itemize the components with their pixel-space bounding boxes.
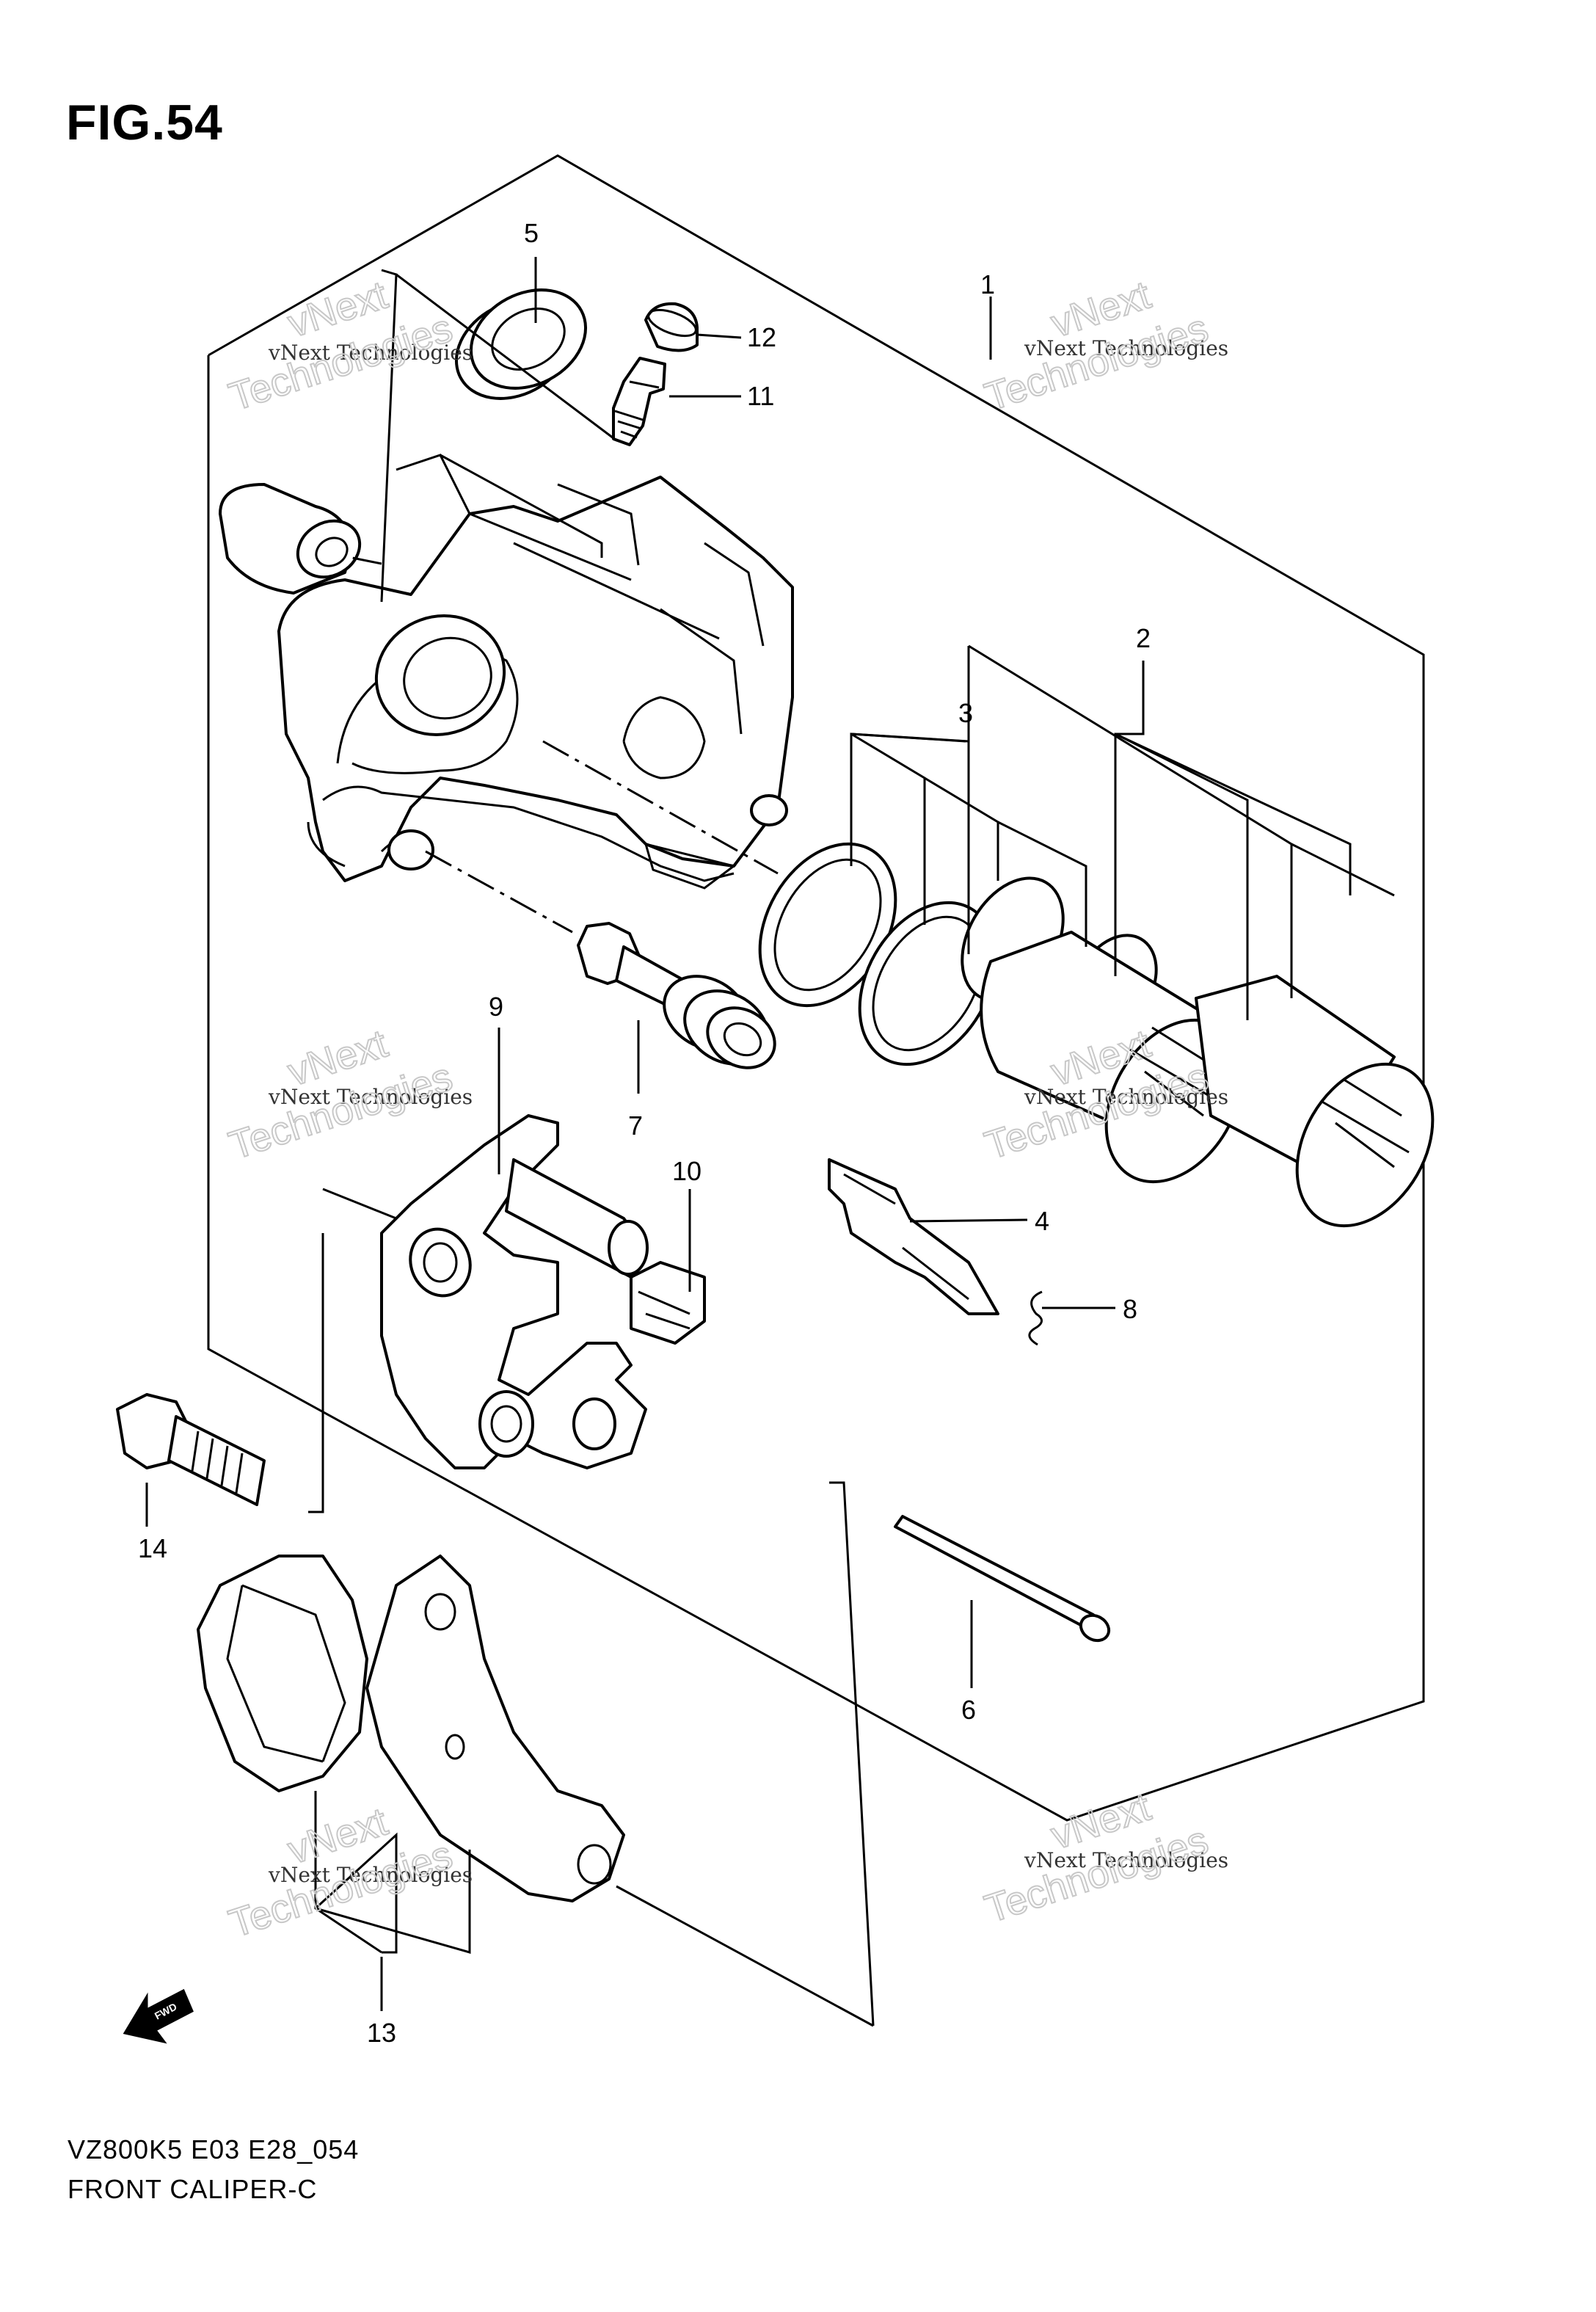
watermark-text: vNext Technologies — [268, 341, 473, 365]
diagram-name: FRONT CALIPER-C — [68, 2174, 318, 2204]
part-5-boot — [454, 288, 588, 400]
figure-title: FIG.54 — [66, 95, 223, 150]
watermark-text: vNext Technologies — [268, 1863, 473, 1887]
callout-9: 9 — [489, 992, 503, 1022]
part-2-pistons — [980, 931, 1435, 1228]
leader-lines — [145, 257, 1395, 2027]
callout-11: 11 — [747, 381, 774, 411]
callout-labels: 5 1 12 11 2 3 9 7 10 4 8 14 6 13 — [138, 218, 1151, 2048]
callout-7: 7 — [628, 1110, 643, 1141]
callout-1: 1 — [980, 269, 995, 299]
callout-12: 12 — [747, 322, 776, 352]
part-8-clip — [1028, 1290, 1043, 1346]
watermark-text: vNext Technologies — [1024, 336, 1228, 360]
callout-13: 13 — [367, 2018, 396, 2048]
watermark-text: vNext Technologies — [1024, 1085, 1228, 1109]
assembly-outline — [207, 154, 1425, 1822]
part-14-bolt — [116, 1393, 266, 1506]
callout-5: 5 — [524, 218, 539, 248]
callout-14: 14 — [138, 1533, 167, 1563]
part-10-clip — [630, 1261, 706, 1345]
callout-3: 3 — [958, 698, 973, 728]
caliper-body — [219, 454, 794, 890]
callout-8: 8 — [1123, 1294, 1137, 1324]
centerline-bleeder — [351, 556, 382, 565]
centerline-piston — [542, 740, 779, 875]
watermark-text: vNext Technologies — [268, 1085, 473, 1109]
part-6-pad-pin — [894, 1515, 1111, 1643]
diagram-code: VZ800K5 E03 E28_054 — [68, 2134, 360, 2164]
part-11-bleeder-valve — [612, 357, 666, 446]
part-12-cap — [644, 302, 699, 352]
fwd-arrow-icon: FWD — [123, 1988, 194, 2044]
callout-6: 6 — [961, 1695, 976, 1725]
centerline-pin — [425, 850, 573, 934]
part-7-slide-pin — [577, 922, 776, 1069]
part-9-bracket — [380, 1114, 649, 1469]
callout-4: 4 — [1035, 1206, 1049, 1236]
callout-2: 2 — [1136, 623, 1151, 653]
callout-10: 10 — [672, 1156, 702, 1186]
part-4-pad-spring — [828, 1158, 999, 1315]
part-13-brake-pads — [197, 1555, 625, 1902]
watermark-text: vNext Technologies — [1024, 1848, 1228, 1872]
